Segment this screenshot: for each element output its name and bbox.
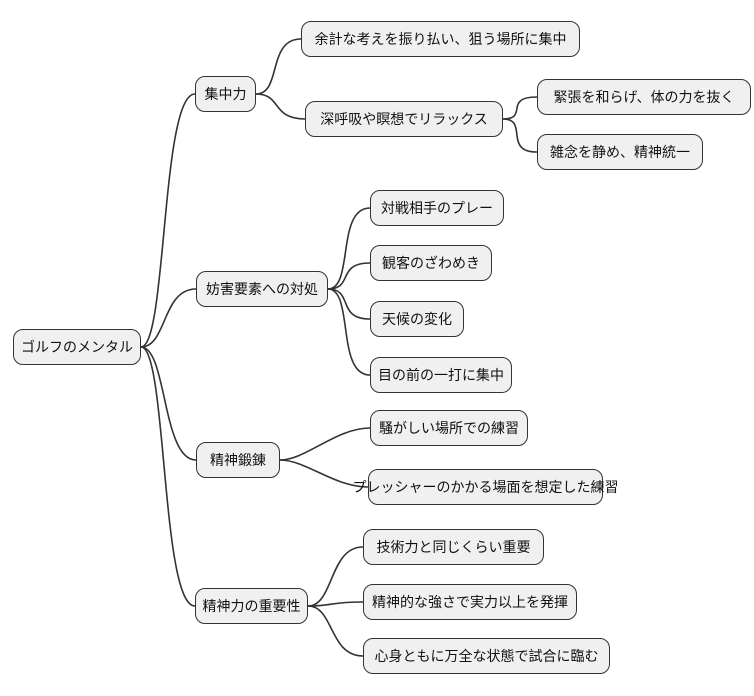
node-perfect-condition[interactable]: 心身ともに万全な状態で試合に臨む xyxy=(363,638,610,674)
node-crowd-noise[interactable]: 観客のざわめき xyxy=(370,245,492,281)
connector-distractions-current-shot xyxy=(327,288,371,376)
node-golf-mental[interactable]: ゴルフのメンタル xyxy=(13,329,141,365)
node-ease-tension[interactable]: 緊張を和らげ、体の力を抜く xyxy=(537,79,751,115)
connector-root-distractions xyxy=(140,288,197,348)
connector-distractions-crowd xyxy=(327,262,371,290)
connector-root-mental-training xyxy=(140,346,197,461)
node-opponent-play[interactable]: 対戦相手のプレー xyxy=(370,190,504,226)
node-exceed-ability[interactable]: 精神的な強さで実力以上を発揮 xyxy=(363,584,577,620)
connector-breathing-ease-tension xyxy=(502,96,538,120)
connector-training-noisy xyxy=(279,427,371,461)
node-handling-distractions[interactable]: 妨害要素への対処 xyxy=(196,271,328,307)
node-focus-current-shot[interactable]: 目の前の一打に集中 xyxy=(370,357,512,393)
node-importance-of-mental[interactable]: 精神力の重要性 xyxy=(195,588,308,624)
connector-distractions-opponent xyxy=(327,207,371,290)
node-as-important-as-skill[interactable]: 技術力と同じくらい重要 xyxy=(363,529,544,565)
connector-root-concentration xyxy=(140,93,196,348)
connector-concentration-clear-thoughts xyxy=(255,38,302,95)
connector-root-importance xyxy=(140,346,196,607)
connector-importance-condition xyxy=(307,605,364,657)
node-pressure-practice[interactable]: プレッシャーのかかる場面を想定した練習 xyxy=(353,469,619,505)
node-calm-mind[interactable]: 雑念を静め、精神統一 xyxy=(537,134,703,170)
node-clear-thoughts[interactable]: 余計な考えを振り払い、狙う場所に集中 xyxy=(301,21,580,57)
connector-breathing-calm-mind xyxy=(502,118,538,153)
node-noisy-practice[interactable]: 騒がしい場所での練習 xyxy=(370,410,528,446)
node-weather-change[interactable]: 天候の変化 xyxy=(370,301,464,337)
node-mental-training[interactable]: 精神鍛錬 xyxy=(196,442,280,478)
connector-distractions-weather xyxy=(327,288,371,320)
node-breathing-meditation[interactable]: 深呼吸や瞑想でリラックス xyxy=(305,101,503,137)
connector-concentration-breathing xyxy=(255,93,306,120)
connector-importance-skill xyxy=(307,546,364,607)
node-concentration[interactable]: 集中力 xyxy=(195,76,256,112)
connector-importance-exceed xyxy=(307,601,364,607)
